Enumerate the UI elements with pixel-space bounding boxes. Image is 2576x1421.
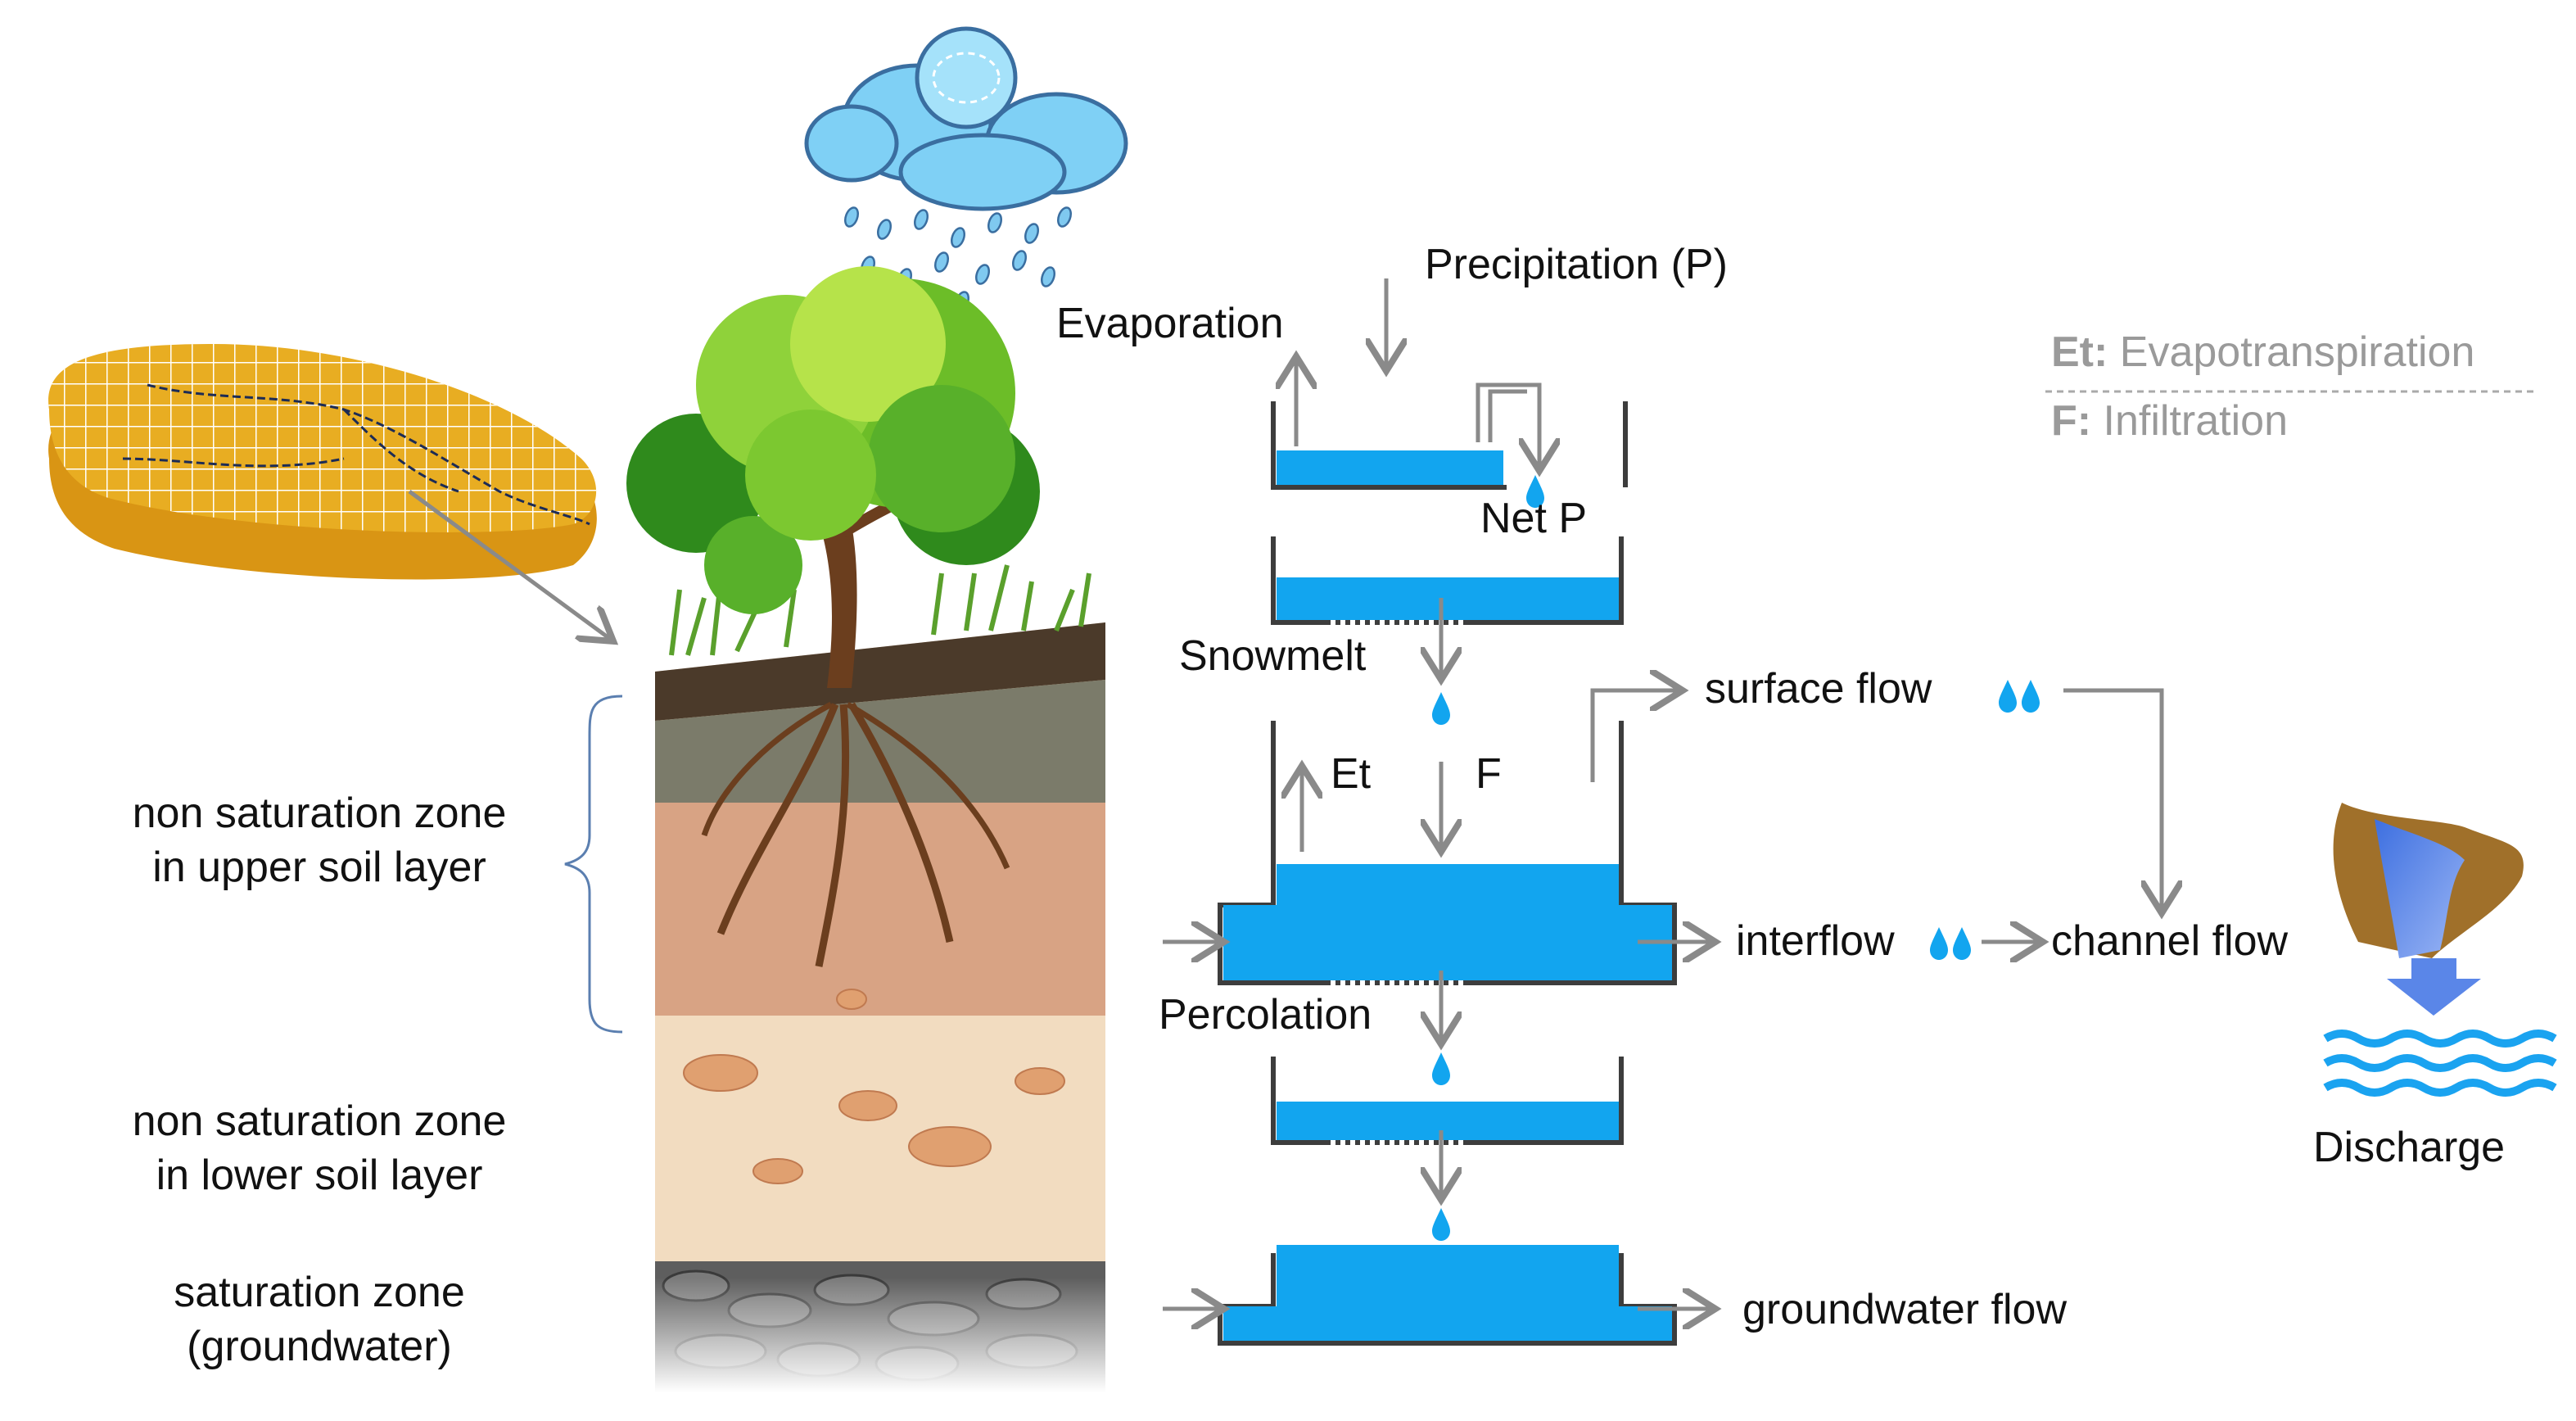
- et-label: Et: [1331, 750, 1372, 798]
- percolation-label: Percolation: [1159, 991, 1372, 1039]
- legend-f: F: Infiltration: [2051, 396, 2288, 446]
- saturation-zone-line2: (groundwater): [187, 1323, 452, 1370]
- upper-zone-line2: in upper soil layer: [152, 844, 486, 891]
- upper-zone-label: non saturation zone in upper soil layer: [82, 786, 557, 894]
- lower-zone-line2: in lower soil layer: [156, 1152, 483, 1199]
- surface-flow-label: surface flow: [1705, 665, 1932, 713]
- lower-zone-label: non saturation zone in lower soil layer: [82, 1094, 557, 1202]
- legend-f-key: F:: [2051, 397, 2092, 445]
- lower-zone-line1: non saturation zone: [132, 1097, 507, 1145]
- tank-water: [1223, 450, 1672, 1341]
- water-drop-icons: [1432, 475, 2040, 1241]
- catchment-map-icon: [48, 344, 597, 580]
- interflow-label: interflow: [1736, 917, 1895, 965]
- channel-flow-label: channel flow: [2051, 917, 2289, 965]
- waterfall-icon: [2333, 803, 2524, 1016]
- zone-brace: [564, 695, 623, 1034]
- precipitation-label: Precipitation (P): [1425, 241, 1728, 288]
- surface-to-channel-arrow: [2063, 688, 2162, 909]
- soil-column: [655, 564, 1105, 1392]
- tree-icon: [626, 266, 1040, 967]
- saturation-zone-line1: saturation zone: [174, 1269, 465, 1316]
- rain-cloud-icon: [804, 26, 1128, 326]
- net-p-arrow-inner: [1488, 389, 1527, 442]
- upper-zone-line1: non saturation zone: [132, 790, 507, 837]
- net-p-label: Net P: [1480, 495, 1588, 542]
- legend-f-value: Infiltration: [2103, 397, 2288, 445]
- map-pointer-arrow: [408, 489, 610, 639]
- net-p-arrow-outer: [1476, 382, 1539, 467]
- legend-et-key: Et:: [2051, 328, 2108, 376]
- saturation-zone-label: saturation zone (groundwater): [82, 1265, 557, 1373]
- water-waves-icon: [2323, 1030, 2557, 1097]
- legend-et: Et: Evapotranspiration: [2051, 328, 2474, 377]
- snowmelt-label: Snowmelt: [1179, 632, 1367, 680]
- evaporation-label: Evaporation: [1056, 300, 1284, 347]
- groundwater-flow-label: groundwater flow: [1742, 1286, 2067, 1333]
- f-label: F: [1476, 750, 1502, 798]
- discharge-label: Discharge: [2313, 1124, 2506, 1171]
- surface-flow-arrow: [1590, 690, 1679, 782]
- legend-et-value: Evapotranspiration: [2119, 328, 2475, 376]
